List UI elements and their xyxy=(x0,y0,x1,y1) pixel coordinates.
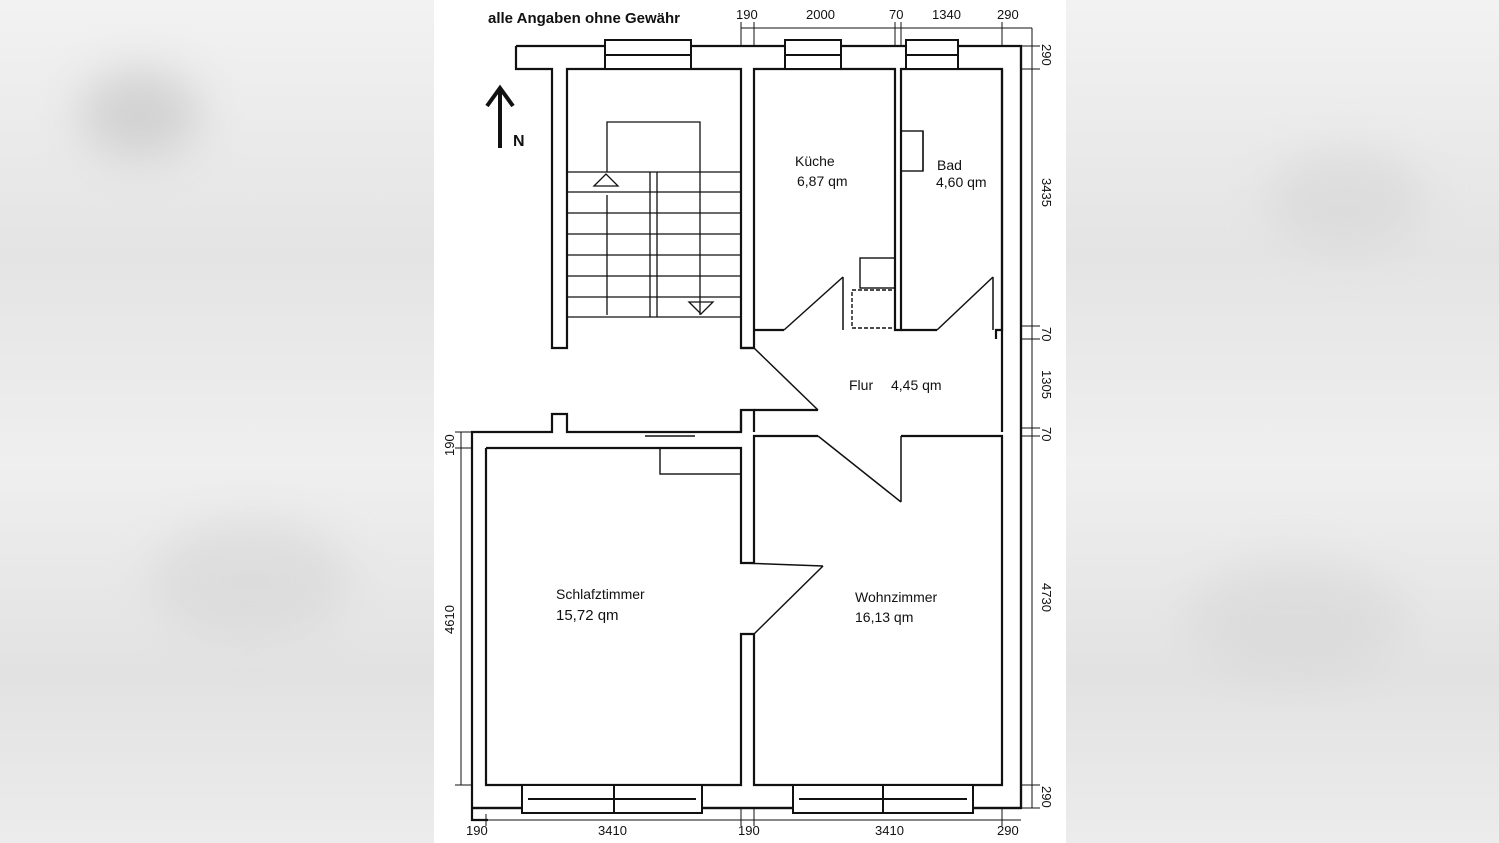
bad-area: 4,60 qm xyxy=(936,174,987,190)
dim-top-4: 1340 xyxy=(932,7,961,22)
dim-top-3: 70 xyxy=(889,7,903,22)
staircase xyxy=(567,121,741,318)
dim-top-2: 2000 xyxy=(806,7,835,22)
dim-right-5: 70 xyxy=(1039,427,1054,441)
dim-left-2: 4610 xyxy=(442,605,457,634)
doors xyxy=(740,276,994,635)
bad-name: Bad xyxy=(937,157,962,173)
wohnzimmer-name: Wohnzimmer xyxy=(855,589,938,605)
wohnzimmer-area: 16,13 qm xyxy=(855,609,913,625)
schlafzimmer-name: Schlafztimmer xyxy=(556,586,645,602)
dim-left-1: 190 xyxy=(442,434,457,456)
flur-area: 4,45 qm xyxy=(891,377,942,393)
north-label: N xyxy=(513,133,525,150)
dimension-lines xyxy=(455,22,1040,826)
dim-bottom-3: 190 xyxy=(738,823,760,838)
dim-top-1: 190 xyxy=(736,7,758,22)
north-arrow-icon xyxy=(485,84,515,148)
blur-blob xyxy=(1186,560,1406,680)
dim-bottom-1: 190 xyxy=(466,823,488,838)
flur-name: Flur xyxy=(849,377,873,393)
right-blurred-backdrop xyxy=(1066,0,1499,843)
windows-bottom xyxy=(521,784,974,814)
dim-bottom-2: 3410 xyxy=(598,823,627,838)
blur-blob xyxy=(150,520,350,640)
dim-right-4: 1305 xyxy=(1039,370,1054,399)
left-blurred-backdrop xyxy=(0,0,434,843)
schlafzimmer-area: 15,72 qm xyxy=(556,607,619,624)
dim-right-2: 3435 xyxy=(1039,178,1054,207)
dim-top-5: 290 xyxy=(997,7,1019,22)
dim-right-1: 290 xyxy=(1039,44,1054,66)
dim-bottom-5: 290 xyxy=(997,823,1019,838)
blur-blob xyxy=(1266,150,1426,250)
dim-right-3: 70 xyxy=(1039,327,1054,341)
fixtures xyxy=(645,130,924,475)
dim-right-7: 290 xyxy=(1039,786,1054,808)
dim-bottom-4: 3410 xyxy=(875,823,904,838)
kueche-name: Küche xyxy=(795,153,835,169)
windows-top xyxy=(604,39,959,70)
blur-blob xyxy=(80,70,200,160)
floor-plan-panel xyxy=(434,0,1066,843)
dim-right-6: 4730 xyxy=(1039,583,1054,612)
disclaimer-text: alle Angaben ohne Gewähr xyxy=(488,10,680,27)
kueche-area: 6,87 qm xyxy=(797,173,848,189)
